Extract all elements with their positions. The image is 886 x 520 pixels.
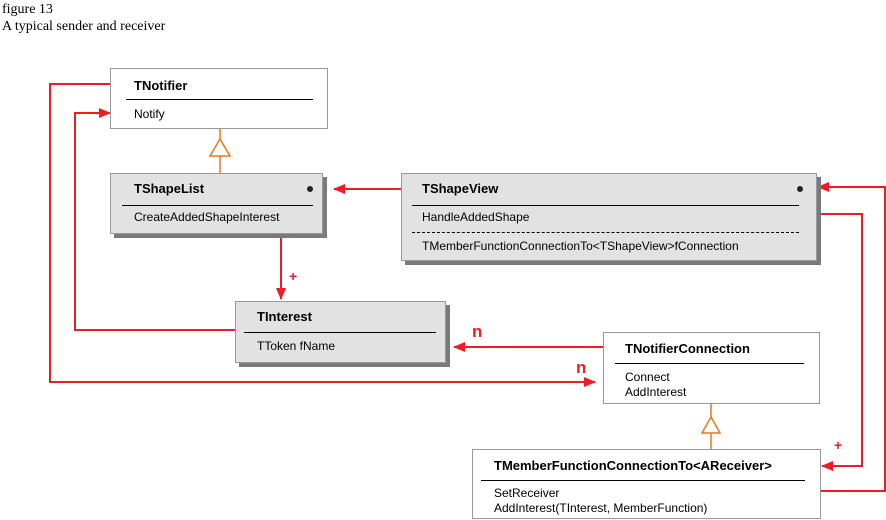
class-member: TToken fName: [257, 339, 336, 353]
assoc-interest-to-notifier: [74, 108, 235, 331]
class-name: TShapeView: [422, 181, 499, 196]
class-tnotifier[interactable]: TNotifier Notify: [110, 68, 328, 129]
class-member: Notify: [134, 107, 165, 121]
class-divider: [481, 480, 805, 481]
class-name: TNotifier: [134, 78, 188, 93]
class-divider: [126, 99, 313, 100]
class-member: SetReceiver: [494, 486, 560, 500]
assoc-mfconnection-to-shapeview: [817, 182, 886, 492]
class-divider: [412, 205, 799, 206]
class-member: TMemberFunctionConnectionTo<TShapeView>f…: [422, 239, 739, 253]
assoc-notifier-to-connection: [49, 83, 596, 387]
multiplicity-label: +: [834, 437, 843, 453]
multiplicity-label: n: [472, 322, 483, 341]
class-name: TNotifierConnection: [625, 341, 750, 356]
class-name: TMemberFunctionConnectionTo<AReceiver>: [494, 458, 772, 473]
figure-title: A typical sender and receiver: [2, 19, 166, 34]
class-divider: [615, 363, 804, 364]
bullet-icon: [307, 186, 313, 192]
multiplicity-label: +: [289, 268, 298, 284]
class-divider: [122, 205, 313, 206]
class-member: CreateAddedShapeInterest: [134, 210, 280, 224]
inheritance-shapelist-to-notifier: [208, 129, 232, 173]
class-tshapelist[interactable]: TShapeList CreateAddedShapeInterest: [110, 173, 323, 234]
class-member: AddInterest(TInterest, MemberFunction): [494, 501, 708, 515]
bullet-icon: [797, 186, 803, 192]
assoc-shapeview-to-mfconnection: [821, 213, 863, 471]
class-name: TInterest: [257, 309, 312, 324]
class-tinterest[interactable]: TInterest TToken fName: [235, 301, 446, 363]
class-divider: [244, 332, 436, 333]
class-divider-dashed: [412, 232, 799, 233]
class-tmemberfunctionconnection[interactable]: TMemberFunctionConnectionTo<AReceiver> S…: [472, 449, 821, 519]
class-member: HandleAddedShape: [422, 210, 530, 224]
class-name: TShapeList: [134, 181, 205, 196]
class-tshapeview[interactable]: TShapeView HandleAddedShape TMemberFunct…: [401, 173, 817, 261]
class-member: AddInterest: [625, 385, 687, 399]
class-tnotifierconnection[interactable]: TNotifierConnection Connect AddInterest: [603, 332, 820, 404]
figure-number: figure 13: [2, 2, 53, 17]
multiplicity-label: n: [576, 358, 587, 377]
inheritance-mfconnection-to-notifierconnection: [700, 404, 722, 449]
class-member: Connect: [625, 370, 670, 384]
